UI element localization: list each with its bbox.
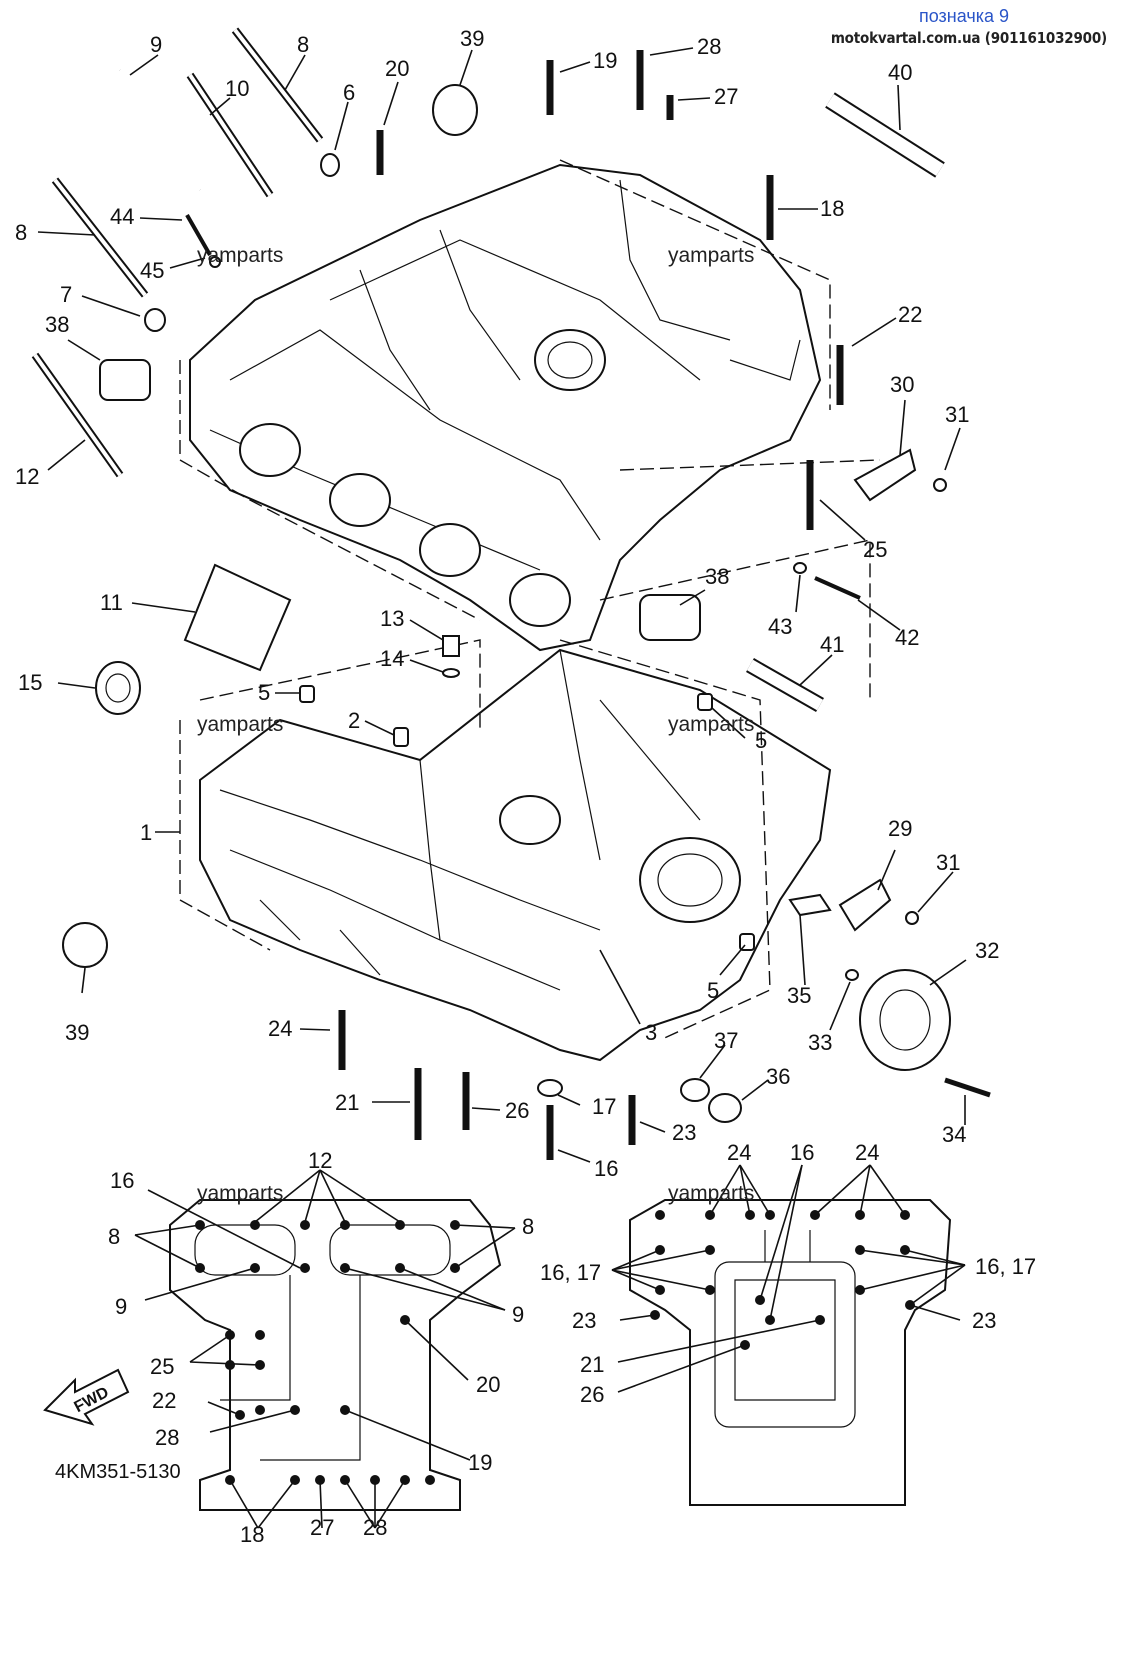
lv-18: 18 — [240, 1522, 264, 1547]
lv-20: 20 — [476, 1372, 500, 1397]
lv-9-right: 9 — [512, 1302, 524, 1327]
rv-26: 26 — [580, 1382, 604, 1407]
lower-case-view-labels: 24 24 16 16, 17 16, 17 23 23 21 26 — [540, 1140, 1036, 1407]
callout-35: 35 — [787, 983, 811, 1008]
callout-17: 17 — [592, 1094, 616, 1119]
callout-8-top: 8 — [297, 32, 309, 57]
right-view-leaders — [611, 1164, 966, 1393]
callout-2: 2 — [348, 708, 360, 733]
callout-3: 3 — [645, 1020, 657, 1045]
callout-25: 25 — [863, 537, 887, 562]
lv-9-left: 9 — [115, 1294, 127, 1319]
callout-11: 11 — [100, 590, 123, 615]
callout-40: 40 — [888, 60, 912, 85]
callout-19: 19 — [593, 48, 617, 73]
callout-14: 14 — [380, 646, 404, 671]
callout-36: 36 — [766, 1064, 790, 1089]
lower-case-tightening-view — [611, 1164, 966, 1506]
callout-39-bottom: 39 — [65, 1020, 89, 1045]
callout-5-left: 5 — [258, 680, 270, 705]
callout-29: 29 — [888, 816, 912, 841]
upper-case-view-labels: 12 16 8 8 9 9 20 25 22 28 19 4KM351-5130… — [55, 1148, 534, 1547]
rv-21: 21 — [580, 1352, 604, 1377]
callout-13: 13 — [380, 606, 404, 631]
lv-19: 19 — [468, 1450, 492, 1475]
lv-8-right: 8 — [522, 1214, 534, 1239]
watermark-5: yamparts — [197, 1182, 283, 1205]
lv-25: 25 — [150, 1354, 174, 1379]
rv-16: 16 — [790, 1140, 814, 1165]
upper-case-tightening-view: FWD — [43, 1169, 516, 1529]
callout-16: 16 — [594, 1156, 618, 1181]
callout-18: 18 — [820, 196, 844, 221]
callout-28: 28 — [697, 34, 721, 59]
callout-8-left: 8 — [15, 220, 27, 245]
callout-37: 37 — [714, 1028, 738, 1053]
small-parts — [31, 27, 991, 1160]
callout-20: 20 — [385, 56, 409, 81]
callout-21: 21 — [335, 1090, 359, 1115]
callout-43: 43 — [768, 614, 792, 639]
callout-12: 12 — [15, 464, 39, 489]
callout-7: 7 — [60, 282, 72, 307]
lv-8-left: 8 — [108, 1224, 120, 1249]
callout-34: 34 — [942, 1122, 966, 1147]
lv-28: 28 — [155, 1425, 179, 1450]
callout-10: 10 — [225, 76, 249, 101]
callout-27: 27 — [714, 84, 738, 109]
callout-6: 6 — [343, 80, 355, 105]
callout-41: 41 — [820, 632, 844, 657]
callout-labels: 9 10 8 6 20 39 19 28 27 40 18 22 30 31 2… — [15, 26, 999, 1181]
callout-26: 26 — [505, 1098, 529, 1123]
callout-30: 30 — [890, 372, 914, 397]
callout-9: 9 — [150, 32, 162, 57]
lv-28-bottom: 28 — [363, 1515, 387, 1540]
rv-23-left: 23 — [572, 1308, 596, 1333]
callout-39-top: 39 — [460, 26, 484, 51]
watermark-2: yamparts — [668, 244, 754, 267]
header-subtitle: motokvartal.com.ua (901161032900) — [830, 29, 1107, 47]
watermark-4: yamparts — [668, 713, 754, 736]
lv-22: 22 — [152, 1388, 176, 1413]
header-title: позначка 9 — [918, 6, 1009, 26]
callout-31-bottom: 31 — [936, 850, 960, 875]
callout-45: 45 — [140, 258, 164, 283]
leader-lines — [37, 47, 967, 1163]
callout-42: 42 — [895, 625, 919, 650]
rv-23-right: 23 — [972, 1308, 996, 1333]
callout-5-right: 5 — [755, 728, 767, 753]
rv-16-17-left: 16, 17 — [540, 1260, 601, 1285]
rv-24-right: 24 — [855, 1140, 879, 1165]
lv-27: 27 — [310, 1515, 334, 1540]
rv-16-17-right: 16, 17 — [975, 1254, 1036, 1279]
lv-12: 12 — [308, 1148, 332, 1173]
callout-32: 32 — [975, 938, 999, 963]
callout-38-top: 38 — [45, 312, 69, 337]
callout-31-top: 31 — [945, 402, 969, 427]
upper-crankcase — [179, 159, 881, 652]
watermark-1: yamparts — [197, 244, 283, 267]
callout-23: 23 — [672, 1120, 696, 1145]
callout-33: 33 — [808, 1030, 832, 1055]
callout-1: 1 — [140, 820, 152, 845]
callout-44: 44 — [110, 204, 134, 229]
callout-24: 24 — [268, 1016, 292, 1041]
fwd-arrow: FWD — [43, 1368, 130, 1426]
watermark-3: yamparts — [197, 713, 283, 736]
callout-22: 22 — [898, 302, 922, 327]
left-view-leaders — [134, 1169, 516, 1529]
lv-16: 16 — [110, 1168, 134, 1193]
watermark-6: yamparts — [668, 1182, 754, 1205]
callout-5-lower: 5 — [707, 978, 719, 1003]
rv-24-left: 24 — [727, 1140, 751, 1165]
callout-15: 15 — [18, 670, 42, 695]
callout-38-mid: 38 — [705, 564, 729, 589]
lower-crankcase — [179, 539, 871, 1062]
diagram-code: 4KM351-5130 — [55, 1461, 181, 1483]
watermarks: yamparts yamparts yamparts yamparts yamp… — [197, 244, 754, 1205]
